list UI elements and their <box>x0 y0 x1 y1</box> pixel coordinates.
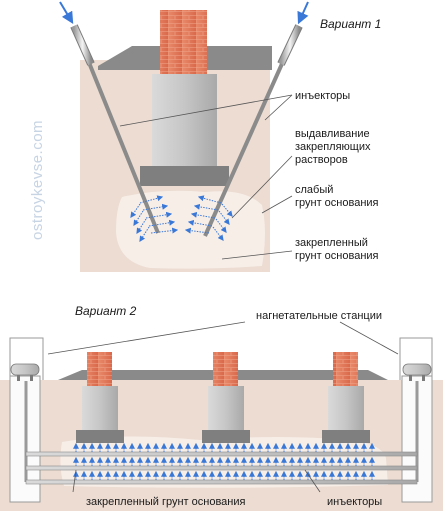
injection-arrows-v2 <box>73 442 375 480</box>
brick-wall-1 <box>160 10 207 74</box>
foundation-2-v2 <box>202 352 250 443</box>
station-shelter-right <box>399 337 433 380</box>
label-weak-line2: грунт основания <box>295 197 379 209</box>
station-tank-right <box>402 363 432 381</box>
foundation-3-v2 <box>322 352 370 443</box>
label-fixed-line2: грунт основания <box>295 250 379 262</box>
foundation-column-1 <box>152 74 217 166</box>
label-squeeze-line1: выдавливание <box>295 128 370 140</box>
variant2-title: Вариант 2 <box>75 304 137 318</box>
injection-arrows-left-1 <box>130 195 179 243</box>
variant2-group: Вариант 2 нагнетательные станции закрепл… <box>0 304 443 511</box>
label-injectors-1: инъекторы <box>295 90 350 102</box>
foundation-footing-1 <box>140 166 229 186</box>
station-tank-left <box>10 363 40 381</box>
label-injectors-2: инъекторы <box>327 496 382 508</box>
leader-lines-2 <box>47 321 399 493</box>
foundation-1-v2 <box>76 352 124 443</box>
horizontal-injectors <box>25 451 418 485</box>
label-squeeze-line3: растворов <box>295 154 348 166</box>
label-fixed-ground-2: закрепленный грунт основания <box>86 496 246 508</box>
label-stations: нагнетательные станции <box>256 310 382 322</box>
label-squeeze-line2: закрепляющих <box>295 141 371 153</box>
label-weak-line1: слабый <box>295 184 333 196</box>
variant1-title: Вариант 1 <box>320 17 381 31</box>
injector-right-1 <box>203 1 309 237</box>
label-fixed-line1: закрепленный <box>295 237 368 249</box>
injection-arrows-right-1 <box>184 195 233 241</box>
station-shelter-left <box>9 337 44 380</box>
injector-left-1 <box>59 1 160 234</box>
leader-lines-1 <box>119 94 293 260</box>
variant1-group: Вариант 1 инъекторы выдавливание закрепл… <box>59 1 381 272</box>
watermark: ostroykevse.com <box>29 120 46 240</box>
